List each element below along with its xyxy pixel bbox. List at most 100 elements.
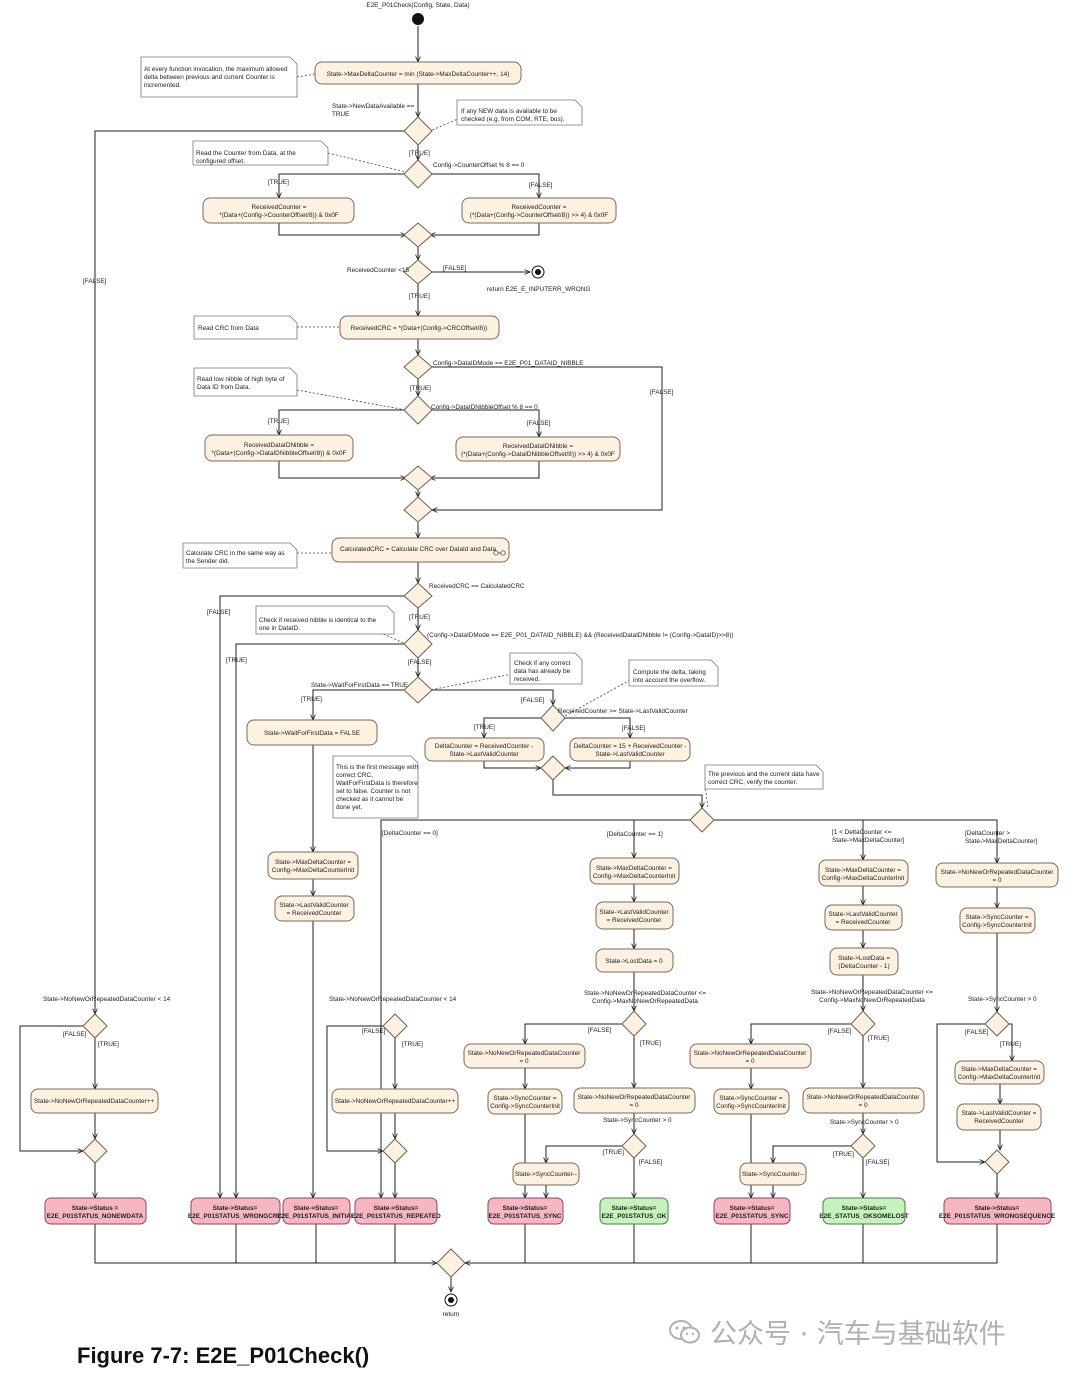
action-nrd-d2 xyxy=(802,1087,925,1114)
action-nibble-1-text: ReceivedDataIDNibble =*(Data+(Config->Da… xyxy=(212,442,347,457)
guard-received-counter: ReceivedCounter <15 xyxy=(347,267,409,274)
e2e-p01check-activity-diagram: E2E_P01Check(Config, State, Data) xyxy=(19,2,1059,1318)
action-wait-first-false xyxy=(246,719,378,746)
guard-counter-offset: Config->CounterOffset % 8 == 0 xyxy=(433,162,525,169)
action-nrd-inc-2 xyxy=(331,1088,459,1114)
note-6 xyxy=(182,542,298,569)
action-nrd-d1 xyxy=(689,1043,812,1069)
action-calculated-crc xyxy=(331,537,510,563)
guard-false-7: [FALSE] xyxy=(408,659,432,666)
decision-counter-ge xyxy=(540,704,566,732)
action-mdc-c xyxy=(818,859,909,887)
action-nibble-2 xyxy=(455,436,621,462)
guard-sync-c: State->SyncCounter > 0 xyxy=(603,1117,672,1124)
guard-true-d: [TRUE] xyxy=(603,1149,624,1156)
merge-nibble xyxy=(403,465,433,491)
guard-nrd14-a: State->NoNewOrRepeatedDataCounter < 14 xyxy=(43,996,171,1003)
guard-true-6: [TRUE] xyxy=(409,614,430,621)
note-4-text: Read CRC from Data xyxy=(198,325,259,332)
action-lost-c-text: State->LostData =(DeltaCounter - 1) xyxy=(838,955,890,970)
action-nibble-1 xyxy=(204,434,354,462)
diagram-title: E2E_P01Check(Config, State, Data) xyxy=(366,2,469,9)
guard-true-9: [TRUE] xyxy=(474,724,495,731)
guard-false-2: [FALSE] xyxy=(529,182,553,189)
guard-sync-d: State->SyncCounter > 0 xyxy=(830,1119,899,1126)
action-max-delta-text: State->MaxDeltaCounter = min (State->Max… xyxy=(327,71,510,78)
guard-nrd14-b: State->NoNewOrRepeatedDataCounter < 14 xyxy=(329,996,457,1003)
status-sync-1 xyxy=(487,1197,564,1225)
action-nrd-c2 xyxy=(573,1087,696,1114)
action-mdc-b-text: State->MaxDeltaCounter =Config->MaxDelta… xyxy=(593,865,676,880)
guard-true-g: [TRUE] xyxy=(1000,1041,1021,1048)
guard-delta-1: [DeltaCounter == 1] xyxy=(607,831,663,838)
action-lvc-c xyxy=(824,904,903,931)
action-lost-b xyxy=(595,948,674,973)
status-sync-2 xyxy=(713,1197,791,1225)
guard-counter-ge: ReceivedCounter >= State->LastValidCount… xyxy=(558,708,689,715)
figure-caption: Figure 7-7: E2E_P01Check() xyxy=(77,1343,370,1368)
actions xyxy=(30,61,1059,1186)
merge-counter xyxy=(403,222,433,248)
status-ok-text: State->Status=E2E_P01STATUS_OK xyxy=(602,1205,667,1220)
action-sync-d1-text: State->SyncCounter =Config->SyncCounterI… xyxy=(716,1095,786,1110)
decision-crc-equal xyxy=(403,582,433,609)
guard-delta-gt: [DeltaCounter >State->MaxDeltaCounter] xyxy=(965,830,1038,845)
final-node-core xyxy=(448,1297,454,1303)
guard-false-8: [FALSE] xyxy=(521,697,545,704)
guard-false-5: [FALSE] xyxy=(527,420,551,427)
action-sync-d1 xyxy=(713,1088,790,1115)
action-nrd-inc-1-text: State->NoNewOrRepeatedDataCounter++ xyxy=(34,1098,155,1105)
guard-wait-first: State->WaitForFirstData == TRUE xyxy=(311,682,408,689)
action-nrd-c1-text: State->NoNewOrRepeatedDataCounter= 0 xyxy=(468,1050,582,1065)
initial-node xyxy=(412,13,424,25)
guard-true-7: [TRUE] xyxy=(226,657,247,664)
guard-delta-0: [DeltaCounter == 0] xyxy=(382,830,438,837)
note-11 xyxy=(704,764,824,790)
status-ok xyxy=(599,1197,669,1225)
guard-false-d: [FALSE] xyxy=(639,1159,663,1166)
status-boxes xyxy=(44,1197,1052,1225)
action-syncdec-d xyxy=(739,1162,807,1186)
note-4 xyxy=(193,315,298,340)
action-sync-d xyxy=(959,907,1036,934)
action-nrd-d xyxy=(935,862,1059,888)
guard-false-e: [FALSE] xyxy=(828,1028,852,1035)
watermark: 公众号 · 汽车与基础软件 xyxy=(668,1312,1006,1351)
note-8 xyxy=(509,652,583,685)
action-lvc-b-text: State->LastValidCounter= ReceivedCounter xyxy=(599,909,669,924)
action-sync-d-text: State->SyncCounter =Config->SyncCounterI… xyxy=(962,914,1032,929)
guard-false-a: [FALSE] xyxy=(63,1031,87,1038)
status-wrongcrc xyxy=(190,1197,281,1225)
action-mdc-a-text: State->MaxDeltaCounter =Config->MaxDelta… xyxy=(272,859,355,874)
status-initial xyxy=(282,1197,351,1225)
merge-a xyxy=(82,1138,108,1164)
action-nrd-d-text: State->NoNewOrRepeatedDataCounter= 0 xyxy=(941,869,1055,884)
action-nrd-c2-text: State->NoNewOrRepeatedDataCounter= 0 xyxy=(578,1094,692,1109)
edges xyxy=(19,26,1012,1292)
merge-dataid xyxy=(403,496,433,523)
guard-false-left: [FALSE] xyxy=(83,278,107,285)
guard-true-c: [TRUE] xyxy=(640,1040,661,1047)
action-syncdec-c xyxy=(512,1162,580,1186)
guard-true-f: [TRUE] xyxy=(833,1151,854,1158)
action-lvc-b xyxy=(595,901,674,930)
guard-nibble-offset: Config->DataIDNibbleOffset % 8 == 0 xyxy=(431,404,538,411)
merge-e xyxy=(984,1149,1010,1175)
guard-false-c: [FALSE] xyxy=(588,1027,612,1034)
decision-wait-first xyxy=(403,676,433,704)
guard-true-e: [TRUE] xyxy=(868,1035,889,1042)
decision-nibble-offset xyxy=(403,395,433,425)
decision-sync-d xyxy=(850,1133,876,1159)
watermark-text: 公众号 · 汽车与基础软件 xyxy=(710,1319,1006,1350)
guard-nibble-check: (Config->DataIDMode == E2E_P01_DATAID_NI… xyxy=(427,632,733,639)
merge-final xyxy=(436,1248,466,1278)
decision-new-data xyxy=(403,116,433,146)
decision-nrd-b xyxy=(382,1013,408,1039)
action-calculated-crc-text: CalculatedCRC = Calculate CRC over DataI… xyxy=(340,546,497,553)
